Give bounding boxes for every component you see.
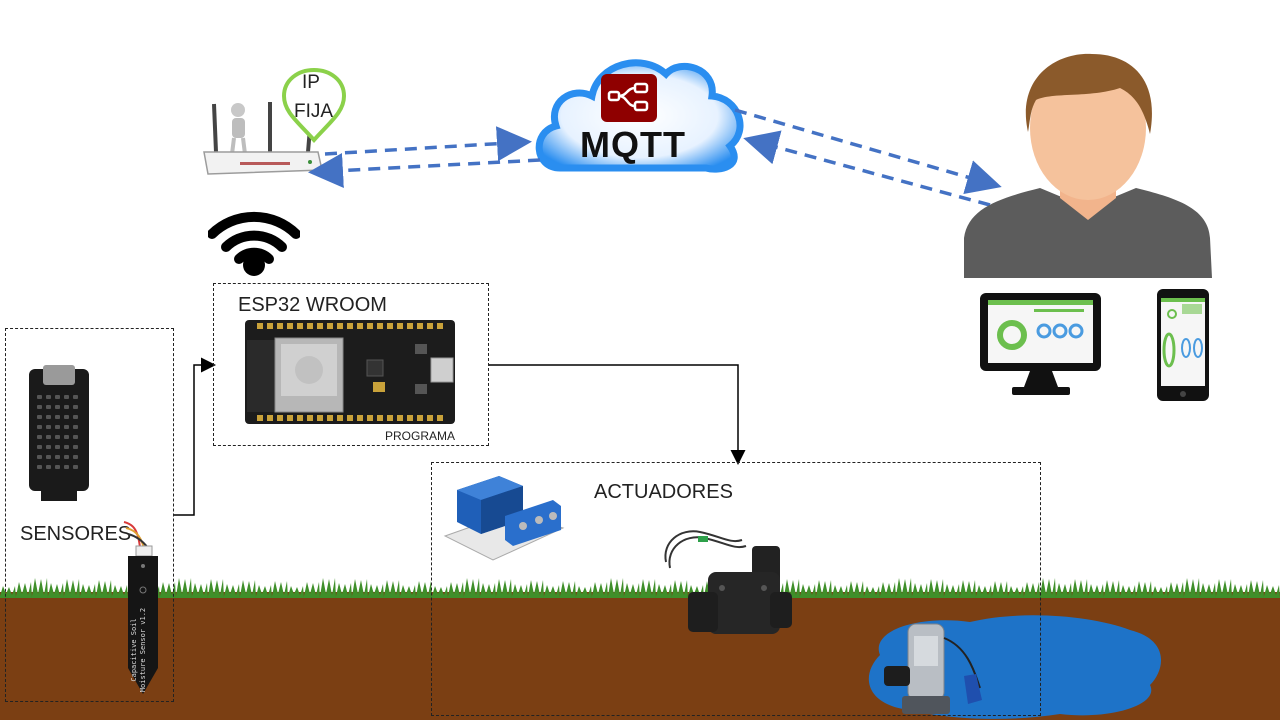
cloud-label: MQTT — [580, 124, 686, 165]
phone-icon — [1157, 289, 1209, 401]
sensors-box — [5, 328, 174, 702]
user-avatar-icon — [964, 53, 1212, 278]
ip-badge-pin — [281, 67, 347, 144]
ip-badge-line2: FIJA — [294, 101, 334, 122]
esp32-footer: PROGRAMA — [385, 429, 456, 443]
node-red-icon — [601, 74, 657, 122]
pump-icon — [884, 623, 982, 714]
esp32-board-icon — [245, 320, 455, 424]
esp32-title: ESP32 WROOM — [238, 294, 387, 316]
esp32-box — [213, 283, 489, 446]
sensors-label: SENSORES — [20, 523, 132, 545]
router-icon — [203, 102, 323, 175]
wifi-icon — [208, 211, 300, 276]
ip-badge-line1: IP — [302, 72, 320, 93]
solenoid-valve-icon — [664, 530, 792, 634]
monitor-icon — [980, 293, 1101, 395]
soil-probe-text-2: Moisture Sensor v1.2 — [139, 607, 147, 693]
actuators-label: ACTUADORES — [594, 481, 733, 503]
soil-probe-text-1: Capacitive Soil — [130, 618, 138, 682]
actuators-box — [431, 462, 1041, 716]
temperature-sensor-icon — [29, 365, 89, 501]
relay-icon — [443, 476, 565, 561]
soil-sensor-icon — [123, 521, 158, 694]
